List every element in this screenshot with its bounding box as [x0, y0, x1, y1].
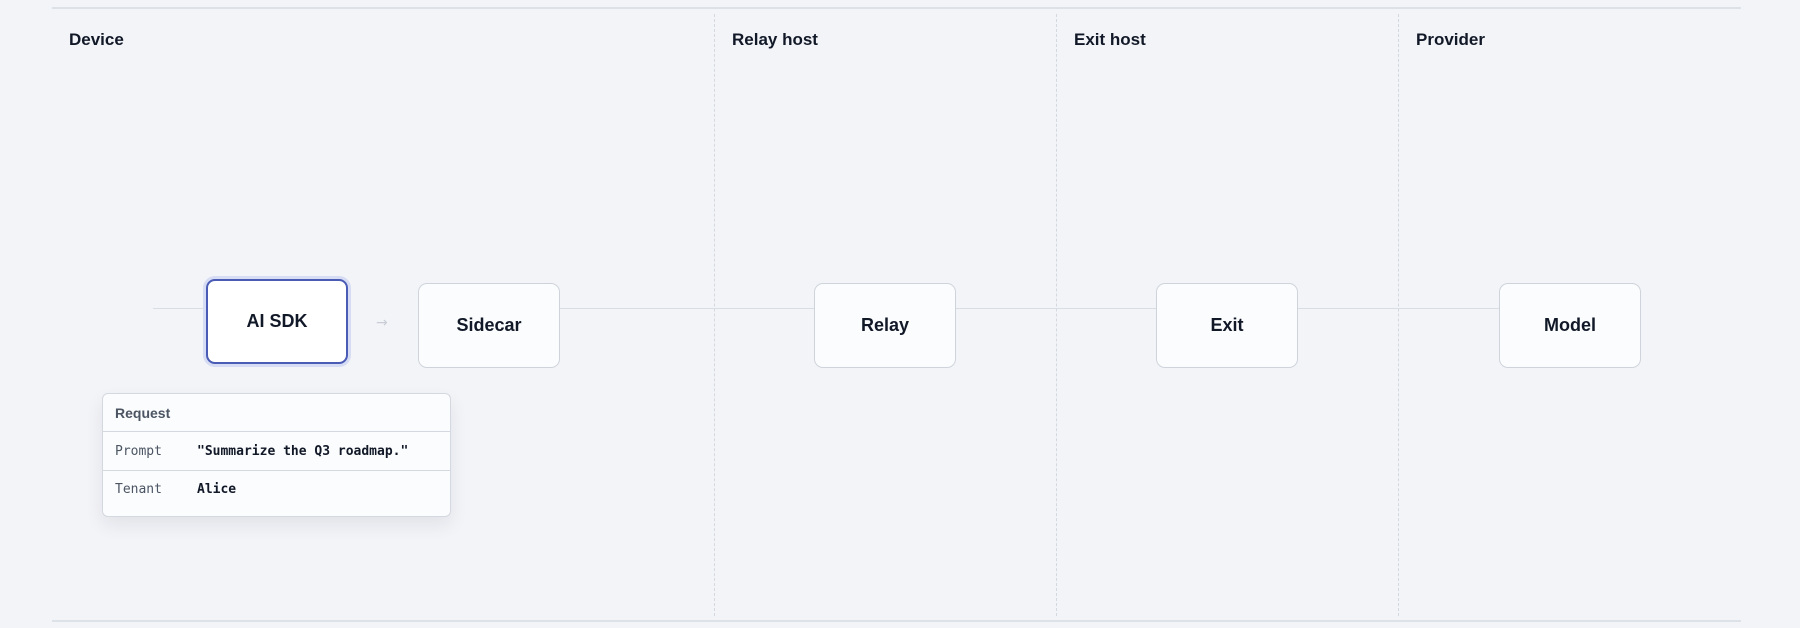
node-sidecar[interactable]: Sidecar	[418, 283, 560, 368]
arrow-right-icon: →	[376, 315, 388, 331]
request-card: Request Prompt "Summarize the Q3 roadmap…	[102, 393, 451, 517]
connector-line	[559, 308, 815, 309]
connector-line	[1298, 308, 1499, 309]
row-key: Prompt	[115, 443, 162, 459]
bottom-rule	[52, 620, 1741, 622]
lane-title-device: Device	[69, 30, 124, 49]
lane-title-provider: Provider	[1416, 30, 1485, 49]
node-ai-sdk[interactable]: AI SDK	[206, 279, 348, 364]
lane-title-relay-host: Relay host	[732, 30, 818, 49]
connector-line	[153, 308, 207, 309]
node-relay[interactable]: Relay	[814, 283, 956, 368]
node-model[interactable]: Model	[1499, 283, 1641, 368]
row-key: Tenant	[115, 482, 162, 497]
lane-divider	[1398, 14, 1399, 616]
request-card-title: Request	[103, 394, 450, 432]
row-value: "Summarize the Q3 roadmap."	[197, 443, 409, 459]
lane-title-exit-host: Exit host	[1074, 30, 1146, 49]
request-row-prompt: Prompt "Summarize the Q3 roadmap."	[103, 432, 450, 470]
row-value: Alice	[197, 482, 237, 497]
node-exit[interactable]: Exit	[1156, 283, 1298, 368]
lane-divider	[1056, 14, 1057, 616]
request-row-tenant: Tenant Alice	[103, 470, 450, 508]
connector-line	[956, 308, 1156, 309]
lane-divider	[714, 14, 715, 616]
top-rule	[52, 7, 1741, 9]
